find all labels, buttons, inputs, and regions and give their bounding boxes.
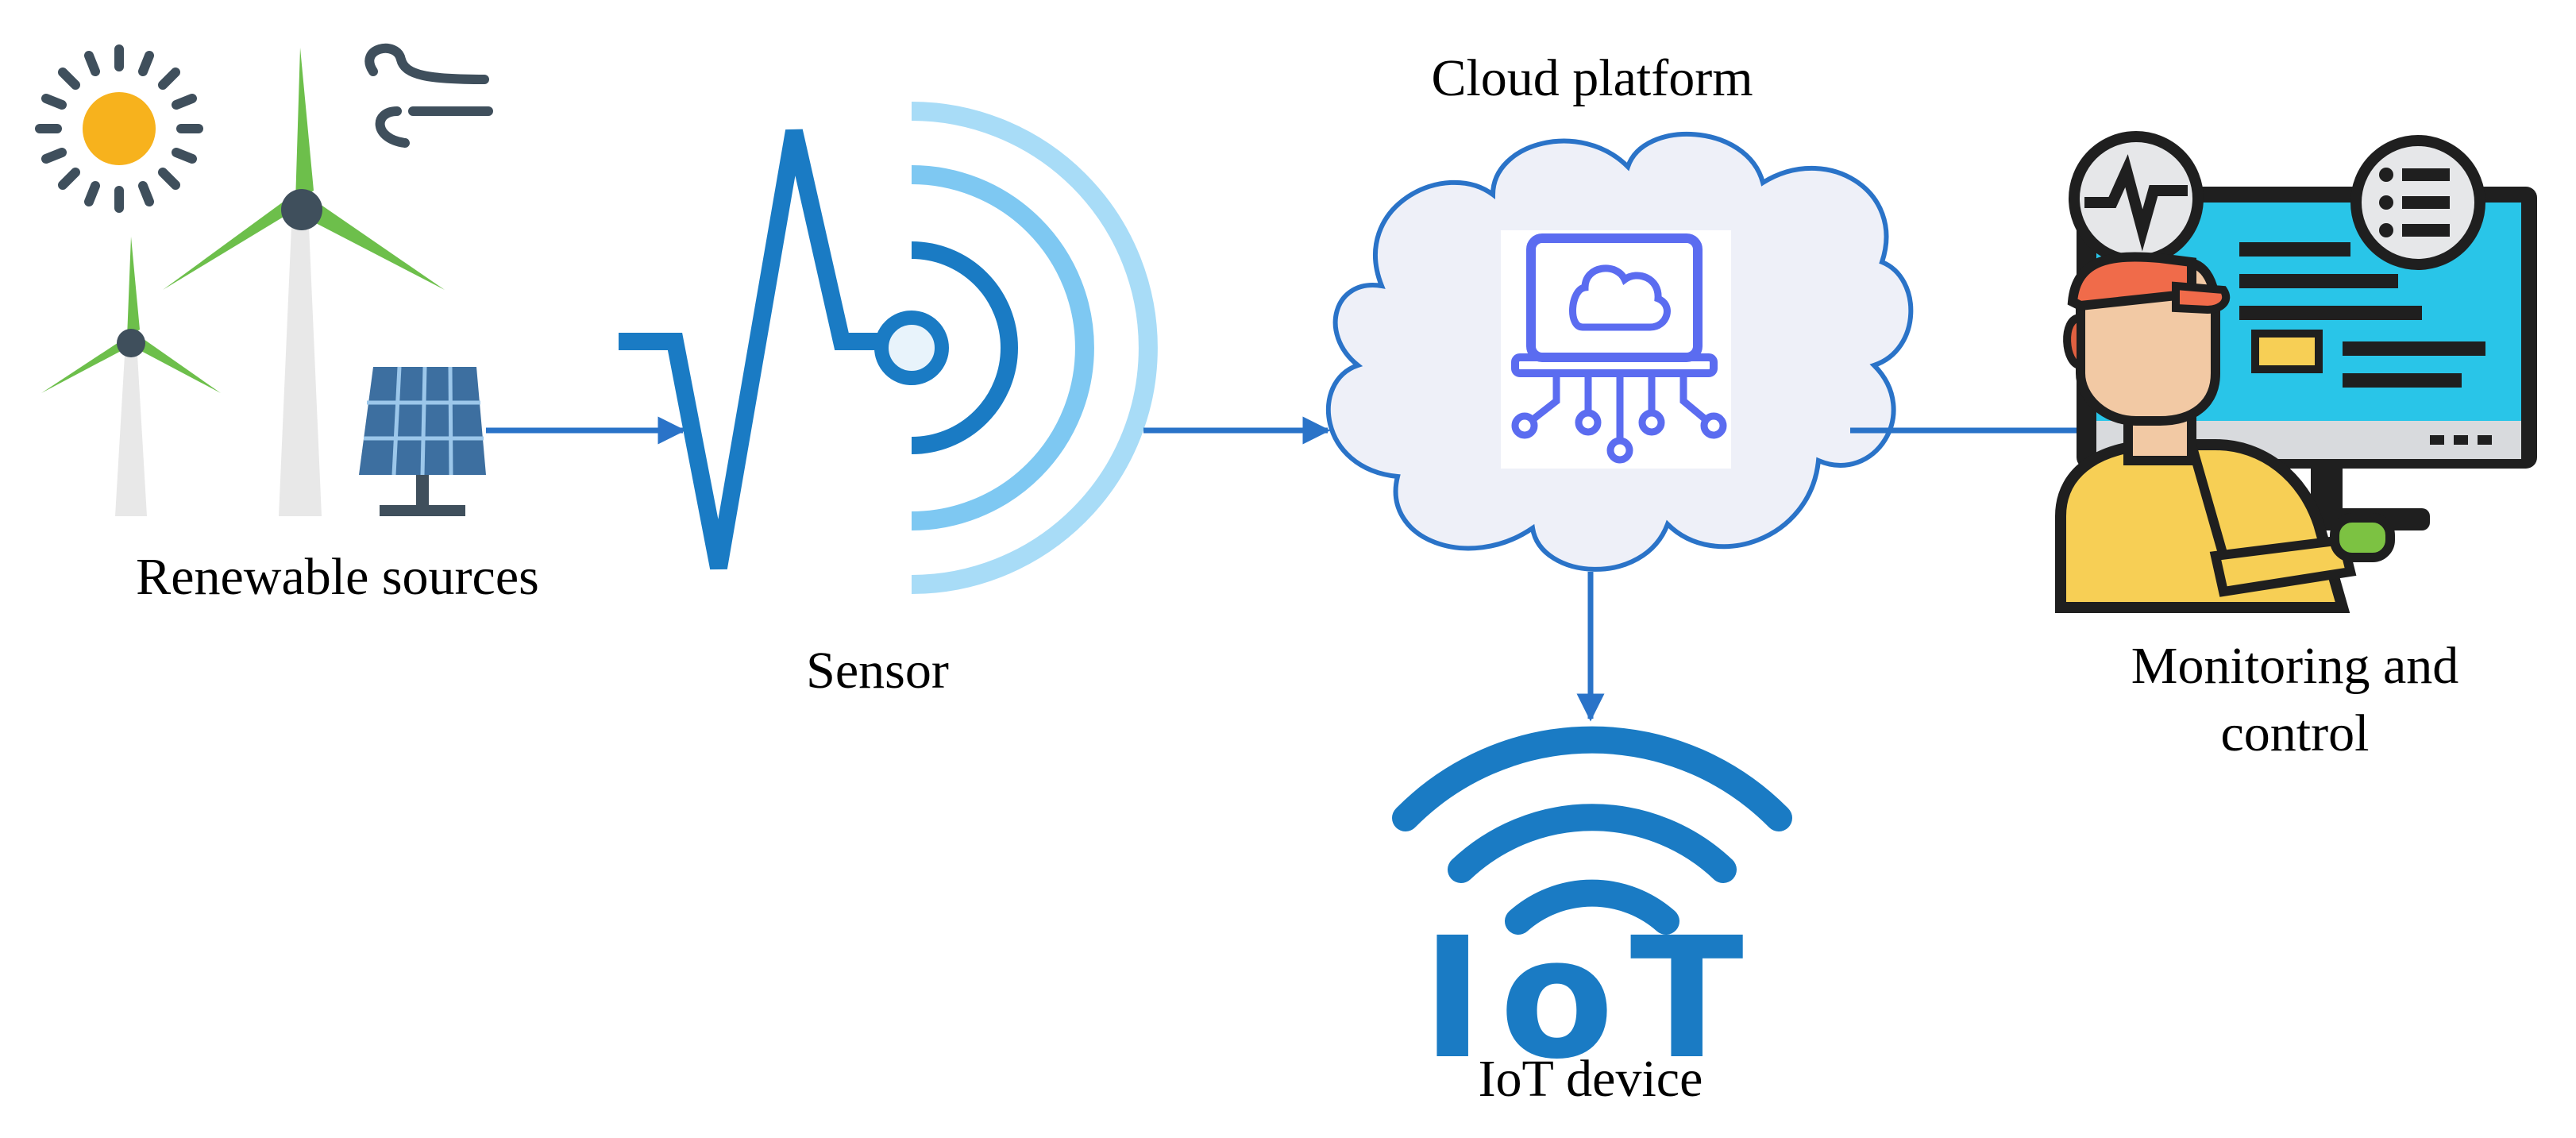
wind-icon [364,43,493,148]
sun-icon [35,44,203,213]
sensor-label: Sensor [806,642,949,700]
monitoring-control-label-line1: Monitoring and [2131,637,2458,695]
cloud-computing-icon [1501,230,1731,469]
monitoring-control-icon [2055,131,2537,613]
wind-turbine-small-icon [41,237,221,516]
renewable-sources-label: Renewable sources [136,548,539,606]
sensor-icon [619,102,1158,594]
cloud-platform-label: Cloud platform [1431,49,1753,107]
iot-logo-text: IoT [1421,901,1760,1096]
renewable-sources-icon [35,43,493,516]
wind-turbine-large-icon [163,48,445,516]
solar-panel-icon [359,366,486,516]
iot-device-label: IoT device [1479,1050,1703,1108]
monitoring-control-label-line2: control [2221,704,2370,762]
iot-device-icon: IoT [1392,726,1792,1096]
